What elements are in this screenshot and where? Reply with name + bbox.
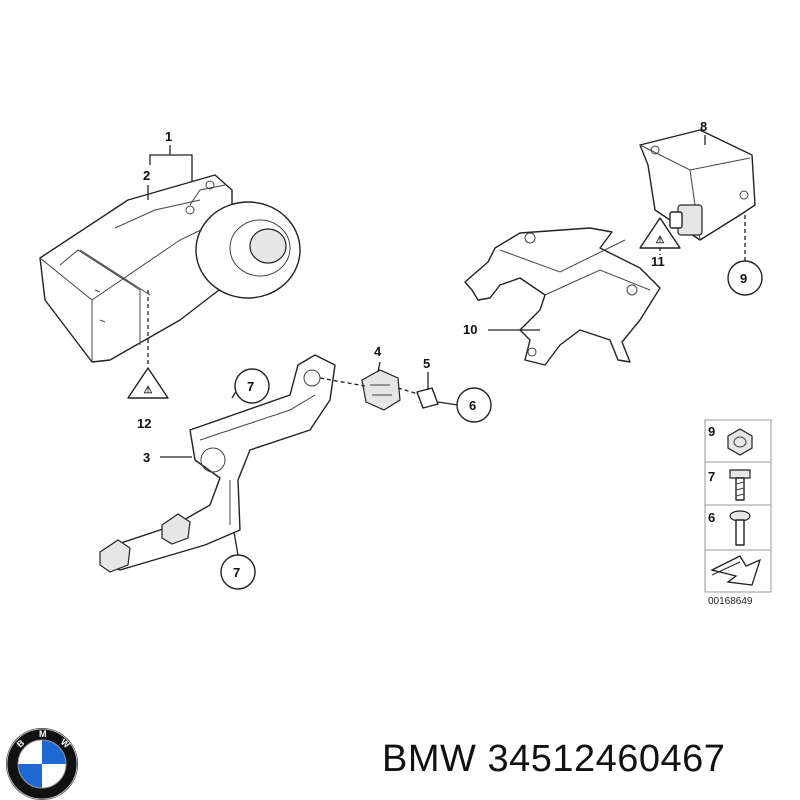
abs-hydraulic-unit [39,174,301,363]
rubber-mount-4 [361,369,401,411]
warning-triangle-12: ⚠ [127,367,169,399]
callout-3: 3 [143,450,150,465]
front-arrow-icon [710,555,762,586]
svg-text:⚠: ⚠ [656,235,665,246]
legend-6: 6 [708,510,715,525]
callout-11: 11 [651,254,665,269]
sleeve-5 [416,387,439,409]
callout-circle-7b [220,554,256,590]
bmw-logo: B M W [6,728,78,800]
svg-text:⚠: ⚠ [144,385,153,396]
callout-1: 1 [165,129,172,144]
callout-7a: 7 [247,379,254,394]
bolt-icon [729,469,751,501]
bracket-10 [464,227,661,366]
brand-name: BMW [382,738,477,780]
callout-circle-9 [727,260,763,296]
callout-2: 2 [143,168,150,183]
callout-9: 9 [740,271,747,286]
callout-5: 5 [423,356,430,371]
part-number: 34512460467 [487,738,726,780]
callout-10: 10 [463,322,477,337]
hardware-legend: 9 7 6 [704,419,772,593]
callout-circle-7a [234,368,270,404]
leader-lines [147,135,746,556]
callout-7b: 7 [233,565,240,580]
diagram-number: 00168649 [708,596,753,607]
svg-text:B: B [15,737,27,749]
bracket-3 [99,354,336,573]
sensor-module-8 [639,129,756,241]
callout-4: 4 [374,344,382,359]
callout-circle-6 [456,387,492,423]
callout-6: 6 [469,398,476,413]
warning-triangle-11: ⚠ [639,217,681,249]
nut-icon [727,428,753,456]
part-caption: BMW 34512460467 [382,738,725,781]
callout-12: 12 [137,416,151,431]
washer-bolt-icon [729,510,751,546]
legend-7: 7 [708,469,715,484]
callout-8: 8 [700,119,707,134]
svg-text:M: M [39,729,47,739]
legend-9: 9 [708,424,715,439]
